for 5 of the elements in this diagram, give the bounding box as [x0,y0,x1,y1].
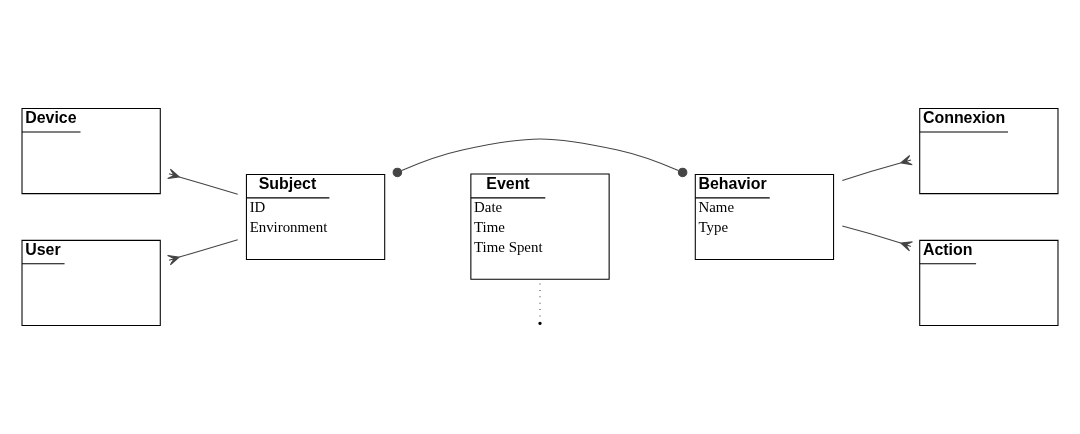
connector [167,239,239,266]
connector [167,168,239,195]
connector [841,154,913,181]
connector [392,138,688,178]
connector [841,225,913,252]
